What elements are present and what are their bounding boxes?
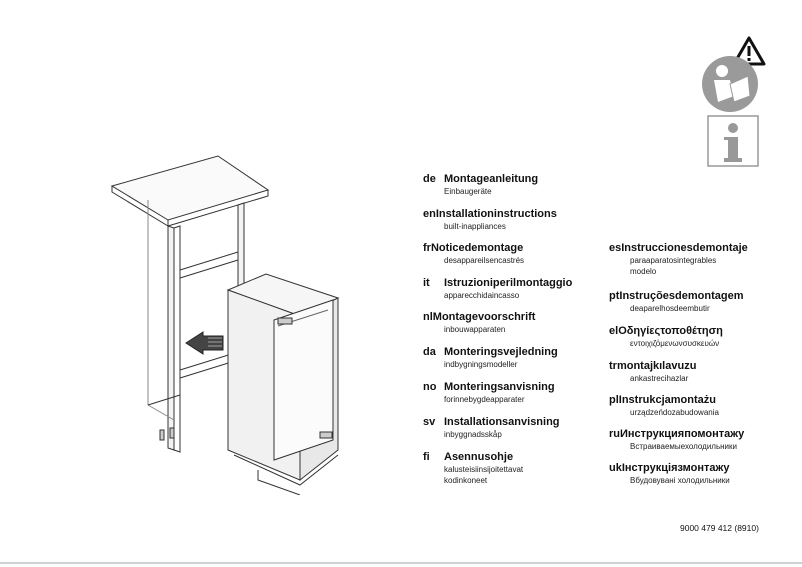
list-item: ptInstruçõesdemontagem deaparelhosdeembu… — [609, 290, 802, 314]
entry-subtitle: inbyggnadsskåp — [444, 430, 502, 439]
list-item: nlMontagevoorschrift inbouwapparaten — [423, 311, 623, 335]
list-item: trmontajkılavuzu ankastrecihazlar — [609, 360, 802, 384]
lang-code: uk — [609, 462, 622, 474]
lang-code: da — [423, 346, 436, 358]
entry-title: Monteringsvejledning — [444, 346, 558, 358]
lang-code: nl — [423, 311, 433, 323]
entry-subtitle: Встраиваемыехолодильники — [630, 442, 737, 451]
entry-subtitle: Einbaugeräte — [444, 187, 492, 196]
divider — [0, 562, 802, 564]
entry-subtitle: urządzeńdozabudowania — [630, 408, 719, 417]
entry-title: Інструкціязмонтажу — [621, 462, 730, 474]
lang-code: fi — [423, 451, 430, 463]
entry-title: Installationinstructions — [435, 208, 557, 220]
lang-code: no — [423, 381, 437, 393]
list-item: esInstruccionesdemontaje paraaparatosint… — [609, 242, 802, 277]
list-item: frNoticedemontage desappareilsencastrés — [423, 242, 623, 266]
info-icon — [707, 115, 759, 167]
icon-panel — [700, 36, 768, 170]
entry-title: Instruccionesdemontaje — [621, 242, 748, 254]
entry-title: Montageanleitung — [444, 173, 539, 185]
read-manual-icon — [702, 56, 758, 112]
list-item: ruИнструкцияпомонтажу Встраиваемыехолоди… — [609, 428, 802, 452]
entry-title: Montagevoorschrift — [432, 311, 536, 323]
list-item: plInstrukcjamontażu urządzeńdozabudowani… — [609, 394, 802, 418]
lang-code: pt — [609, 290, 620, 302]
list-item: it Istruzioniperilmontaggio apparecchidai… — [423, 277, 623, 301]
lang-code: es — [609, 242, 622, 254]
list-item: ukІнструкціязмонтажу Вбудовувані холодил… — [609, 462, 802, 486]
entry-title: Инструкцияпомонтажу — [620, 428, 745, 440]
list-item: elΟδηγίεςτοποθέτηση εντοιχιζόμενωνσυσκευ… — [609, 325, 802, 349]
entry-subtitle: apparecchidaincasso — [444, 291, 520, 300]
list-item: no Monteringsanvisning forinnebygdeappara… — [423, 381, 623, 405]
lang-code: pl — [609, 394, 619, 406]
list-item: de Montageanleitung Einbaugeräte — [423, 173, 623, 197]
list-item: enInstallationinstructions built-inappli… — [423, 208, 623, 232]
lang-code: it — [423, 277, 430, 289]
entry-subtitle: deaparelhosdeembutir — [630, 304, 710, 313]
entry-subtitle: indbygningsmodeller — [444, 360, 518, 369]
entry-title: Asennusohje — [444, 451, 514, 463]
entry-subtitle: inbouwapparaten — [444, 325, 506, 334]
entry-subtitle: paraaparatosintegrables — [630, 256, 717, 265]
entry-title: Noticedemontage — [430, 242, 524, 254]
entry-title: Instrukcjamontażu — [618, 394, 716, 406]
lang-code: sv — [423, 416, 436, 428]
entry-subtitle: forinnebygdeapparater — [444, 395, 525, 404]
lang-code: fr — [423, 242, 431, 254]
entry-title: Monteringsanvisning — [444, 381, 555, 393]
entry-title: Οδηγίεςτοποθέτηση — [618, 325, 723, 337]
entry-subtitle: kalusteisiinsijoitettavat — [444, 465, 524, 474]
lang-code: ru — [609, 428, 620, 440]
entry-title: Istruzioniperilmontaggio — [444, 277, 573, 289]
entry-subtitle-line2: modelo — [630, 267, 657, 276]
lang-code: de — [423, 173, 436, 185]
entry-title: Installationsanvisning — [444, 416, 560, 428]
entry-title: Instruçõesdemontagem — [619, 290, 744, 302]
entry-subtitle: desappareilsencastrés — [444, 256, 525, 265]
lang-code: en — [423, 208, 436, 220]
entry-subtitle: built-inappliances — [444, 222, 506, 231]
entry-subtitle: ankastrecihazlar — [630, 374, 689, 383]
installation-illustration — [108, 150, 408, 496]
entry-subtitle-line2: kodinkoneet — [444, 476, 488, 485]
list-item: sv Installationsanvisning inbyggnadsskåp — [423, 416, 623, 440]
lang-code: el — [609, 325, 619, 337]
document-number: 9000 479 412 (8910) — [680, 523, 759, 533]
entry-subtitle: εντοιχιζόμενωνσυσκευών — [630, 339, 720, 348]
entry-title: montajkılavuzu — [616, 360, 697, 372]
lang-code: tr — [609, 360, 617, 372]
entry-subtitle: Вбудовувані холодильники — [630, 476, 730, 485]
list-item: da Monteringsvejledning indbygningsmodell… — [423, 346, 623, 370]
